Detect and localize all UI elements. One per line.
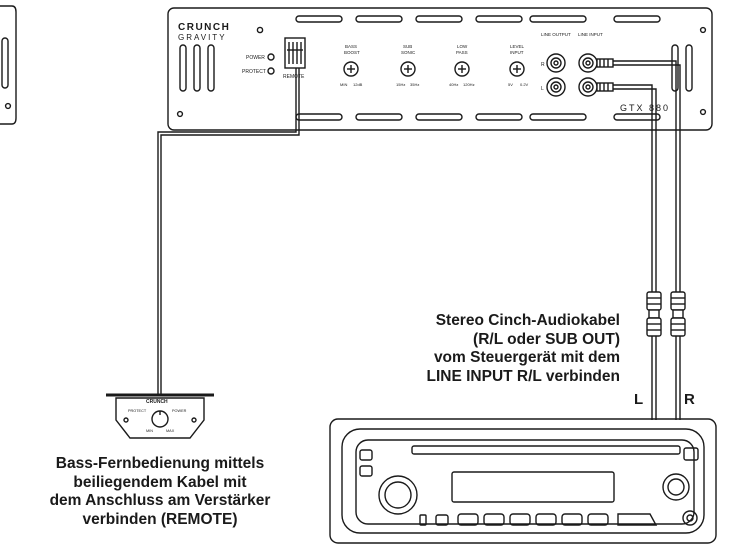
remote-caption: Bass-Fernbedienung mittels beiliegendem … (10, 455, 310, 529)
amp-brand-sub: GRAVITY (178, 33, 227, 42)
rca-cable-right (613, 60, 681, 420)
knob-min-lowpass: 40Hz (449, 82, 458, 87)
knob-label-level-line2: INPUT (510, 50, 524, 55)
knob-min-subsonic: 15Hz (396, 82, 405, 87)
line-input-label: LINE INPUT (578, 32, 603, 37)
line-output-label: LINE OUTPUT (541, 32, 571, 37)
cable-caption-line: LINE INPUT R/L verbinden (426, 367, 621, 385)
remote-caption-line: dem Anschluss am Verstärker (49, 492, 271, 509)
cable-caption: Stereo Cinch-Audiokabel (R/L oder SUB OU… (320, 312, 621, 386)
remote-cable (157, 68, 297, 394)
remote-brand: CRUNCH (146, 399, 168, 405)
second-amplifier-partial (0, 5, 17, 125)
knob-label-bass-line1: BASS (345, 44, 357, 49)
jack-l-label: L (541, 86, 544, 92)
knob-label-bass-line2: BOOST (344, 50, 360, 55)
remote-port-label: REMOTE (283, 74, 305, 80)
knob-sub-sonic (400, 61, 416, 77)
remote-caption-line: Bass-Fernbedienung mittels (55, 455, 265, 472)
knob-label-lowpass-line2: PASS (456, 50, 468, 55)
remote-power-label: POWER (172, 409, 187, 413)
jack-r-label: R (541, 62, 545, 68)
remote-caption-line: verbinden (REMOTE) (82, 510, 238, 528)
cable-caption-line: Stereo Cinch-Audiokabel (435, 312, 620, 329)
knob-label-subsonic-line2: SONIC (401, 50, 416, 55)
knob-max-level: 0.2V (520, 82, 529, 87)
bass-remote-control (106, 393, 214, 439)
knob-min-bass: MIN (340, 82, 347, 87)
rca-cable-left (613, 84, 657, 420)
remote-caption-line: beiliegendem Kabel mit (73, 473, 247, 491)
protect-indicator-label: PROTECT (242, 69, 266, 75)
knob-level-input (509, 61, 525, 77)
right-channel-label: R (684, 391, 695, 408)
power-indicator-label: POWER (246, 55, 265, 61)
remote-max-label: MAX (166, 429, 175, 433)
cable-caption-line: vom Steuergerät mit dem (433, 349, 620, 366)
knob-max-bass: 12dB (353, 82, 363, 87)
knob-low-pass (454, 61, 470, 77)
left-channel-label: L (634, 391, 644, 408)
remote-min-label: MIN (146, 429, 153, 433)
knob-max-lowpass: 120Hz (463, 82, 475, 87)
line-output-jacks (546, 53, 566, 97)
line-input-jacks (578, 53, 598, 97)
knob-bass-boost (343, 61, 359, 77)
head-unit (329, 418, 717, 544)
amp-model: GTX 880 (620, 103, 670, 113)
knob-max-subsonic: 35Hz (410, 82, 419, 87)
remote-protect-label: PROTECT (128, 409, 147, 413)
cable-caption-line: (R/L oder SUB OUT) (473, 330, 620, 348)
knob-min-level: 5V (508, 82, 513, 87)
rca-connector-pair (646, 291, 686, 337)
knob-label-level-line1: LEVEL (510, 44, 525, 49)
knob-label-lowpass-line1: LOW (457, 44, 468, 49)
amplifier (167, 7, 713, 131)
knob-label-subsonic-line1: SUB (403, 44, 412, 49)
amp-brand: CRUNCH (178, 22, 230, 33)
